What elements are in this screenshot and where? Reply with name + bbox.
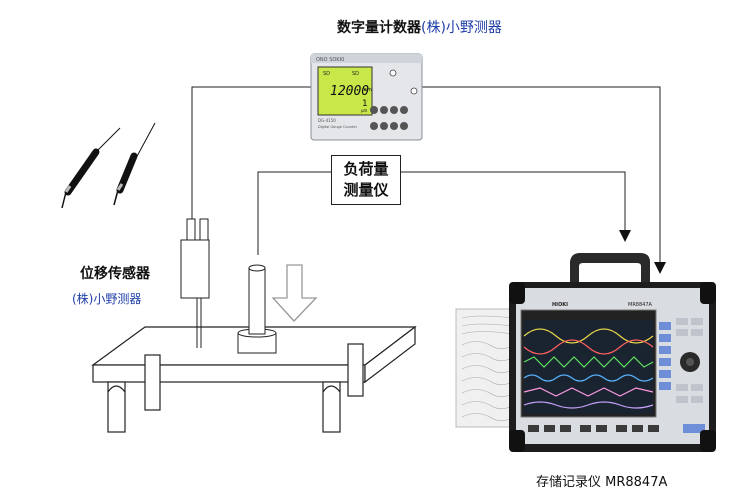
counter-lcd [317,66,373,116]
counter-title: 数字量计数器(株)小野测器 [337,17,502,37]
svg-text:SD: SD [352,71,359,77]
table-leg-left [107,381,126,433]
recorder-bottom-buttons [528,424,705,433]
wire-counter-to-recorder [422,86,661,263]
load-meter-box: 负荷量 测量仪 [331,155,401,205]
memory-recorder-device: HIOKI MR8847A [509,253,716,452]
recorder-name-label: 存储记录仪 MR8847A [536,475,668,490]
digital-counter-device: ONO SOKKI SD SD 12000 mm 1 μm DG-4150 Di… [310,53,423,141]
displacement-sensor-mounted [180,218,210,348]
recorder-side-buttons [659,318,703,403]
counter-title-text: 数字量计数器 [337,20,421,36]
table-leg-back-right [347,343,364,397]
table-side-edge [364,325,416,384]
sensor-body [180,239,210,299]
counter-brand: ONO SOKKI [316,57,344,63]
counter-lcd-sub-unit: μm [361,108,368,113]
recorder-brand: HIOKI [552,302,568,308]
table-leg-back-left [144,354,161,411]
sensor-maker-label: (株)小野测器 [72,292,142,306]
force-arrow-icon [271,264,318,322]
wire-meter-to-recorder [401,171,626,232]
counter-keypad [370,106,408,130]
wire-sensor-to-counter [191,86,311,222]
load-cell-column [248,267,266,335]
connection-wires [191,86,661,263]
counter-lcd-value: 12000 [330,84,369,99]
load-cell [237,264,277,354]
counter-title-maker: (株)小野测器 [421,20,502,36]
recorder-waveforms [523,328,654,409]
arrow-head-counter [654,262,666,274]
load-meter-line1: 负荷量 [343,160,389,178]
counter-model: DG-4150 [318,118,336,123]
arrow-head-meter [619,230,631,242]
recorder-handle [570,253,650,283]
load-meter-line2: 测量仪 [343,181,389,199]
sensor-name-label: 位移传感器 [80,266,150,282]
recorder-model: MR8847A [628,302,653,308]
counter-caption: Digital Gauge Counter [318,125,358,129]
wire-loadcell-to-meter [257,171,331,255]
table-leg-right [322,381,341,433]
counter-lcd-unit: mm [362,87,372,93]
recorder-paper-roll [455,308,517,428]
svg-text:SD: SD [323,71,330,77]
table-front-edge [92,364,366,383]
displacement-sensors-photo [61,122,156,209]
counter-lcd-sub-value: 1 [362,99,368,109]
